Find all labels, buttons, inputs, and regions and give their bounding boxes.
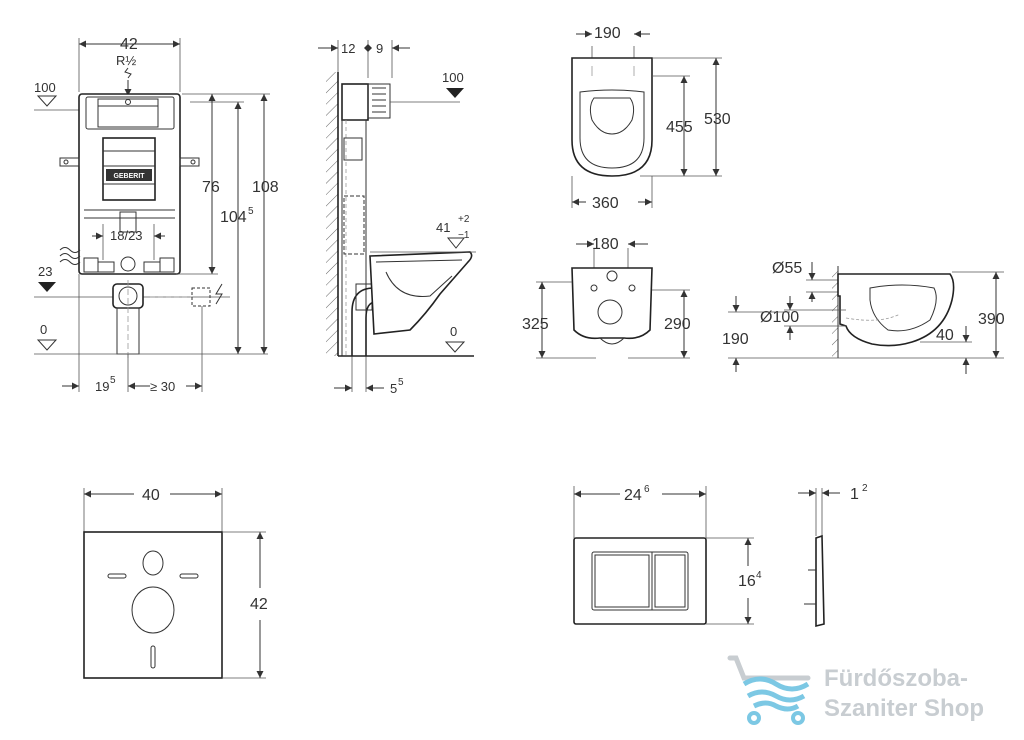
dim-mat-width: 40 — [142, 487, 160, 504]
bowl-top-view: 190 455 530 360 — [571, 25, 731, 212]
dim-length-530: 530 — [704, 111, 731, 128]
level-100-side: 100 — [442, 70, 464, 85]
bowl-rear-view: 180 325 290 — [522, 236, 691, 359]
level-0-front: 0 — [40, 322, 47, 337]
dim-plate-height-sup: 4 — [756, 570, 762, 581]
dim-height-40: 40 — [936, 327, 954, 344]
dim-plate-depth: 1 — [850, 486, 859, 503]
dim-width-360: 360 — [592, 195, 619, 212]
dim-length-455: 455 — [666, 119, 693, 136]
dim-depth-9: 9 — [376, 41, 383, 56]
dim-height-390: 390 — [978, 311, 1005, 328]
dim-offset-19-sup: 5 — [110, 375, 116, 386]
frame-front-view: 42 R½ 100 GEBERIT — [34, 36, 279, 394]
dim-width-42: 42 — [120, 36, 138, 53]
frame-side-view: 12 9 100 5 5 41 +2 −1 — [318, 40, 476, 396]
dim-height-290: 290 — [664, 316, 691, 333]
dim-height-190-side: 190 — [722, 331, 749, 348]
dim-offset-5-sup: 5 — [398, 377, 404, 388]
dim-height-76: 76 — [202, 179, 220, 196]
watermark-line-1: Fürdőszoba- — [824, 665, 968, 692]
dim-tol-plus: +2 — [458, 214, 470, 225]
dim-offset-30: ≥ 30 — [150, 379, 175, 394]
dim-height-104: 104 — [220, 209, 247, 226]
dim-depth-12: 12 — [341, 41, 355, 56]
dim-thread: R½ — [116, 53, 136, 68]
watermark-line-2: Szaniter Shop — [824, 695, 985, 722]
dim-diameter-100: Ø100 — [760, 309, 799, 326]
level-100: 100 — [34, 80, 56, 95]
level-23: 23 — [38, 264, 52, 279]
dim-tol-minus: −1 — [458, 230, 470, 241]
geberit-logo: GEBERIT — [113, 173, 145, 180]
dim-width-180: 180 — [592, 236, 619, 253]
dim-height-41: 41 — [436, 220, 450, 235]
dim-plate-height: 16 — [738, 573, 756, 590]
dim-diameter-55: Ø55 — [772, 260, 802, 277]
flush-plate-side: 1 2 — [798, 483, 868, 628]
dim-plate-width-sup: 6 — [644, 484, 650, 495]
dim-plate-depth-sup: 2 — [862, 483, 868, 494]
dim-mat-height: 42 — [250, 596, 268, 613]
flush-plate-front: 24 6 16 4 — [573, 484, 762, 625]
dim-height-108: 108 — [252, 179, 279, 196]
dim-plate-width: 24 — [624, 487, 642, 504]
shop-watermark: Fürdőszoba- Szaniter Shop — [726, 652, 1024, 732]
dim-offset-19: 19 — [95, 379, 109, 394]
dim-inner-span: 18/23 — [110, 228, 143, 243]
level-0-side: 0 — [450, 324, 457, 339]
dim-height-325: 325 — [522, 316, 549, 333]
dim-offset-5: 5 — [390, 381, 397, 396]
dim-height-104-sup: 5 — [248, 206, 254, 217]
dim-width-190: 190 — [594, 25, 621, 42]
sound-mat-view: 40 42 — [83, 487, 268, 679]
bowl-side-view: Ø55 Ø100 190 40 390 — [722, 260, 1005, 374]
bath-tub-icon — [727, 655, 811, 725]
